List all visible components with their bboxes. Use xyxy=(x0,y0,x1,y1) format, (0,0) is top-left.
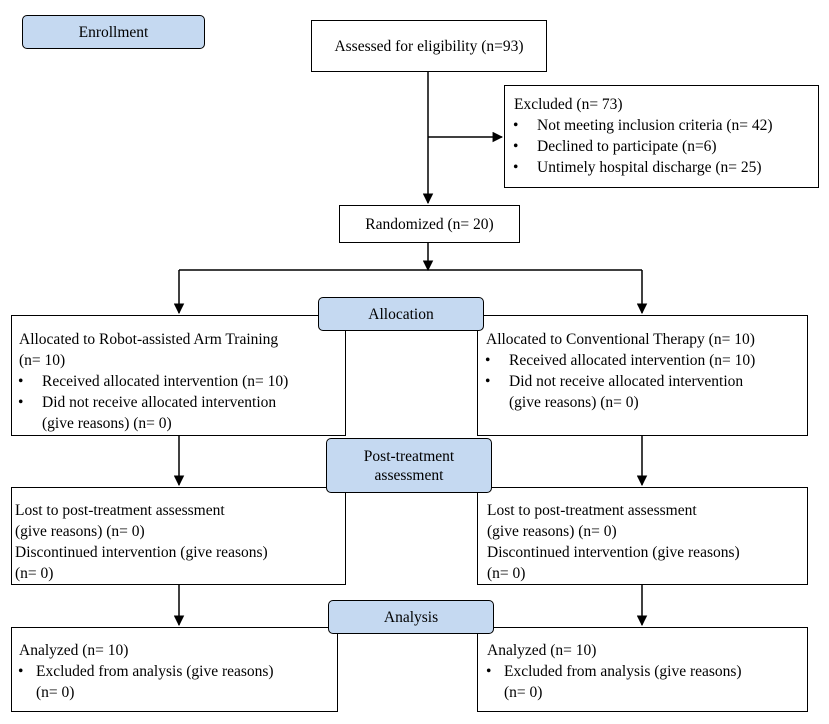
left-excluded-analysis-line2: (n= 0) xyxy=(36,684,75,701)
left-lost-line1: Lost to post-treatment assessment xyxy=(15,502,225,519)
right-discontinued-line1: Discontinued intervention (give reasons) xyxy=(487,544,740,561)
left-analysis-list: Excluded from analysis (give reasons) (n… xyxy=(15,661,337,703)
right-lost-box: Lost to post-treatment assessment (give … xyxy=(477,487,808,585)
phase-label-post-treatment: Post-treatment assessment xyxy=(326,438,492,493)
assessed-box: Assessed for eligibility (n=93) xyxy=(311,20,547,72)
right-lost-line2: (give reasons) (n= 0) xyxy=(487,523,617,540)
right-allocation-box: Allocated to Conventional Therapy (n= 10… xyxy=(477,315,808,436)
left-discontinued-line2: (n= 0) xyxy=(15,565,54,582)
left-lost-line2: (give reasons) (n= 0) xyxy=(15,523,145,540)
left-analyzed-label: Analyzed (n= 10) xyxy=(19,642,129,659)
assessed-text: Assessed for eligibility (n=93) xyxy=(334,37,524,55)
right-not-received-item: Did not receive allocated intervention (… xyxy=(482,371,807,413)
phase-label-post-treatment-text: Post-treatment assessment xyxy=(363,447,455,484)
phase-label-enrollment: Enrollment xyxy=(22,15,205,49)
right-analyzed-label: Analyzed (n= 10) xyxy=(487,642,597,659)
phase-label-analysis-text: Analysis xyxy=(383,608,439,626)
excluded-title: Excluded (n= 73) xyxy=(514,96,623,113)
phase-label-enrollment-text: Enrollment xyxy=(78,23,149,41)
right-excluded-analysis-line1: Excluded from analysis (give reasons) xyxy=(504,663,742,680)
left-excluded-analysis-item: Excluded from analysis (give reasons) (n… xyxy=(15,661,337,703)
left-not-received-line2: (give reasons) (n= 0) xyxy=(42,415,172,432)
right-discontinued-line2: (n= 0) xyxy=(487,565,526,582)
left-allocated-count: (n= 10) xyxy=(19,352,66,369)
excluded-reason-item: Not meeting inclusion criteria (n= 42) xyxy=(510,115,818,136)
phase-label-allocation: Allocation xyxy=(318,297,484,331)
left-allocated-label: Allocated to Robot-assisted Arm Training xyxy=(19,331,279,348)
right-allocated-label: Allocated to Conventional Therapy (n= 10… xyxy=(486,331,755,348)
right-excluded-analysis-item: Excluded from analysis (give reasons) (n… xyxy=(483,661,807,703)
left-received-item: Received allocated intervention (n= 10) xyxy=(15,371,345,392)
left-not-received-line1: Did not receive allocated intervention xyxy=(42,394,277,411)
phase-label-allocation-text: Allocation xyxy=(368,305,434,323)
randomized-box: Randomized (n= 20) xyxy=(339,205,520,243)
excluded-reasons-list: Not meeting inclusion criteria (n= 42) D… xyxy=(510,115,818,178)
left-lost-box: Lost to post-treatment assessment (give … xyxy=(11,487,346,585)
phase-label-analysis: Analysis xyxy=(328,600,494,634)
left-analyzed-box: Analyzed (n= 10) Excluded from analysis … xyxy=(11,627,338,712)
right-analysis-list: Excluded from analysis (give reasons) (n… xyxy=(483,661,807,703)
left-excluded-analysis-line1: Excluded from analysis (give reasons) xyxy=(36,663,274,680)
right-excluded-analysis-line2: (n= 0) xyxy=(504,684,543,701)
right-received-item: Received allocated intervention (n= 10) xyxy=(482,350,807,371)
excluded-reason-item: Declined to participate (n=6) xyxy=(510,136,818,157)
left-allocation-list: Received allocated intervention (n= 10) … xyxy=(15,371,345,434)
right-not-received-line2: (give reasons) (n= 0) xyxy=(509,394,639,411)
right-lost-line1: Lost to post-treatment assessment xyxy=(487,502,697,519)
right-analyzed-box: Analyzed (n= 10) Excluded from analysis … xyxy=(477,627,808,712)
excluded-box: Excluded (n= 73) Not meeting inclusion c… xyxy=(504,85,819,188)
left-not-received-item: Did not receive allocated intervention (… xyxy=(15,392,345,434)
right-not-received-line1: Did not receive allocated intervention xyxy=(509,373,744,390)
excluded-reason-item: Untimely hospital discharge (n= 25) xyxy=(510,157,818,178)
left-allocation-box: Allocated to Robot-assisted Arm Training… xyxy=(11,315,346,436)
left-discontinued-line1: Discontinued intervention (give reasons) xyxy=(15,544,268,561)
randomized-text: Randomized (n= 20) xyxy=(365,215,494,233)
right-allocation-list: Received allocated intervention (n= 10) … xyxy=(482,350,807,413)
